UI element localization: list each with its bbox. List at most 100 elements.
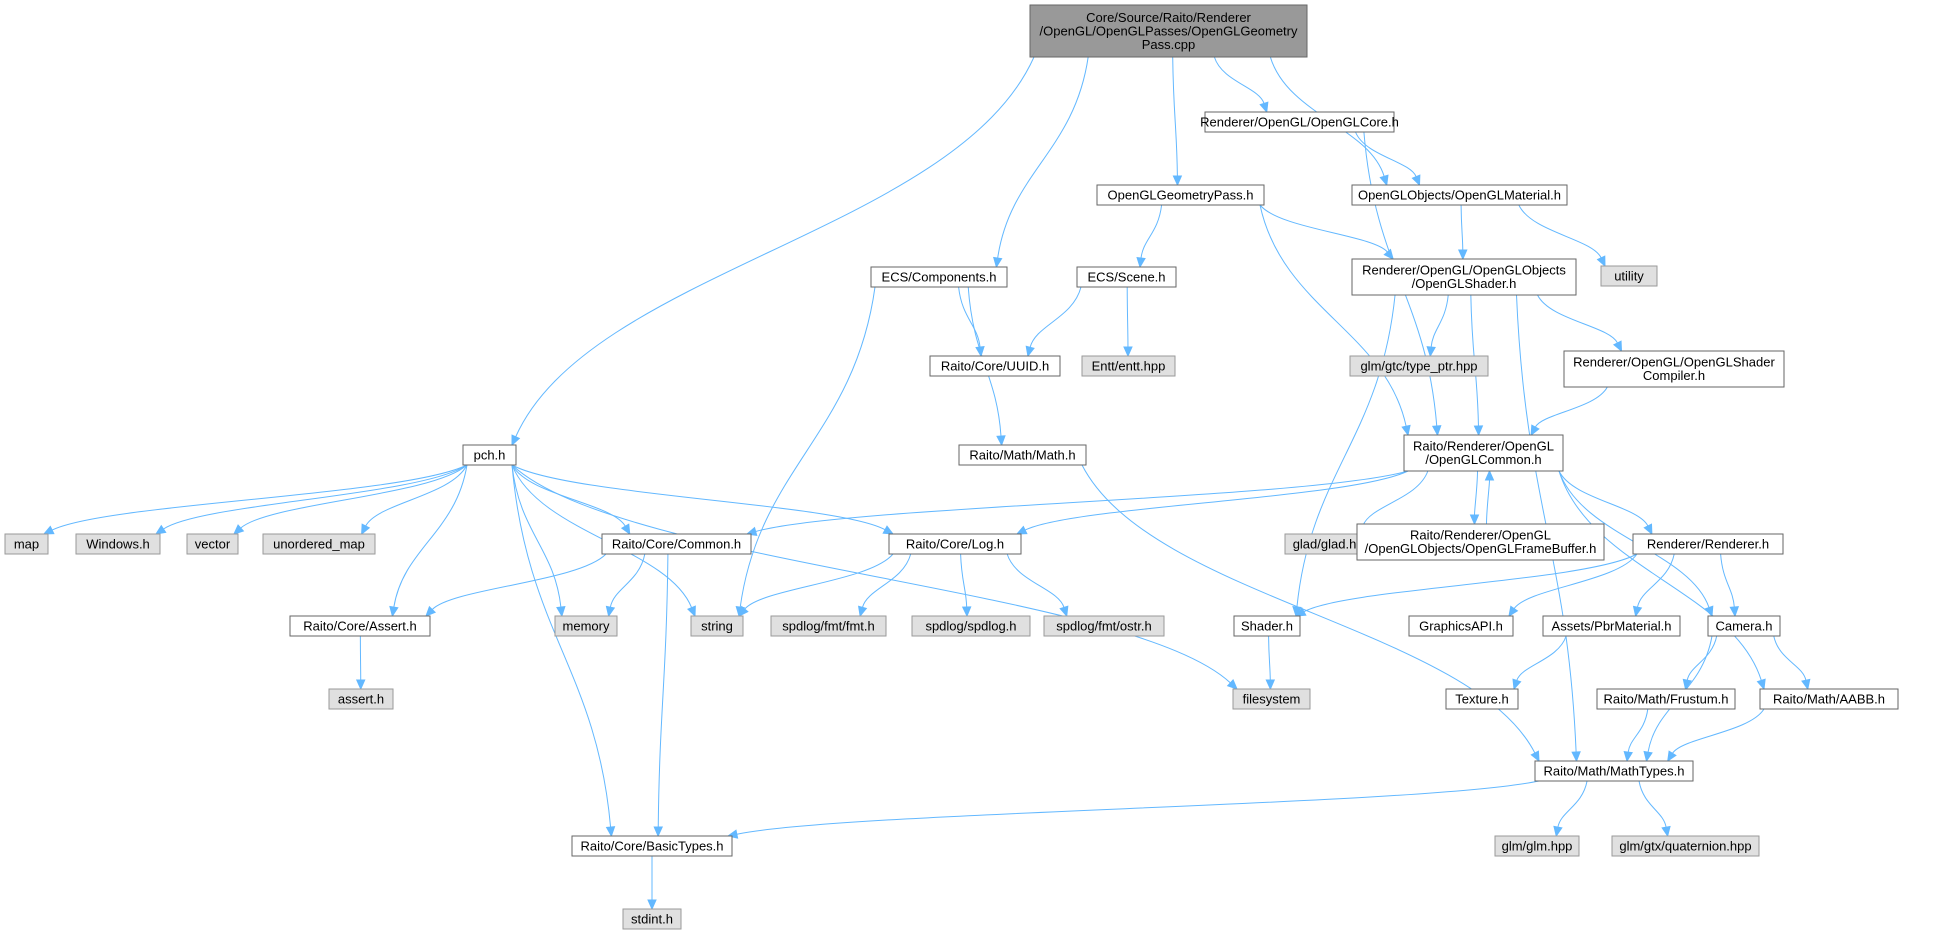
node-math[interactable]: Raito/Math/Math.h <box>958 444 1087 466</box>
node-camera[interactable]: Camera.h <box>1707 615 1781 637</box>
node-label: assert.h <box>338 691 384 706</box>
edge-arrowhead <box>1530 424 1540 437</box>
node-label: Compiler.h <box>1643 368 1705 383</box>
edge-pch-to-common <box>511 464 631 536</box>
edge-arrowhead <box>1383 248 1394 260</box>
node-pbr[interactable]: Assets/PbrMaterial.h <box>1542 615 1681 637</box>
node-box <box>1349 355 1489 377</box>
node-pch[interactable]: pch.h <box>462 444 517 466</box>
node-label: /OpenGLCommon.h <box>1425 452 1541 467</box>
node-label: Raito/Core/Assert.h <box>303 618 416 633</box>
node-stdint: stdint.h <box>622 908 682 930</box>
edge-root-to-glcore <box>1213 56 1269 114</box>
node-ostr: spdlog/fmt/ostr.h <box>1043 615 1165 637</box>
node-renderer[interactable]: Renderer/Renderer.h <box>1632 533 1784 555</box>
edge-frustum-to-mathtypes <box>1623 708 1649 763</box>
node-box <box>929 355 1061 377</box>
node-box <box>1563 350 1785 388</box>
node-box <box>870 266 1008 288</box>
edge-line <box>511 464 626 527</box>
node-label: Windows.h <box>86 536 150 551</box>
edge-shadercompiler-to-glcommon <box>1530 386 1608 437</box>
node-scene[interactable]: ECS/Scene.h <box>1076 266 1177 288</box>
node-common[interactable]: Raito/Core/Common.h <box>601 533 752 555</box>
edge-arrowhead <box>1265 679 1276 691</box>
node-glcore[interactable]: Renderer/OpenGL/OpenGLCore.h <box>1200 111 1399 133</box>
edge-line <box>997 56 1089 259</box>
node-framebuffer[interactable]: Raito/Renderer/OpenGL/OpenGLObjects/Open… <box>1356 523 1605 561</box>
node-basictypes[interactable]: Raito/Core/BasicTypes.h <box>571 835 733 857</box>
edge-geompass-to-glcommon <box>1259 204 1411 437</box>
edge-arrowhead <box>1682 678 1693 691</box>
edge-framebuffer-to-glcommon <box>1484 469 1495 525</box>
edge-line <box>1513 553 1638 609</box>
edge-arrowhead <box>361 523 371 536</box>
node-label: Raito/Core/Common.h <box>612 536 741 551</box>
node-box <box>1596 688 1736 710</box>
node-label: Renderer/Renderer.h <box>1647 536 1769 551</box>
edge-line <box>1672 708 1765 754</box>
edge-arrowhead <box>1643 523 1653 536</box>
edge-arrowhead <box>1226 679 1238 690</box>
node-map: map <box>4 533 49 555</box>
edge-renderer-to-camera <box>1720 553 1740 618</box>
node-label: Raito/Core/Log.h <box>906 536 1004 551</box>
node-box <box>770 615 887 637</box>
edge-log-to-string <box>738 553 894 617</box>
edge-arrowhead <box>511 434 521 447</box>
node-log[interactable]: Raito/Core/Log.h <box>888 533 1022 555</box>
edge-renderer-to-shaderh <box>1294 553 1638 617</box>
node-label: OpenGLObjects/OpenGLMaterial.h <box>1358 187 1561 202</box>
edge-line <box>1024 470 1409 531</box>
node-graphicsapi[interactable]: GraphicsAPI.h <box>1408 615 1514 637</box>
edge-line <box>515 56 1035 437</box>
edge-line <box>1537 294 1618 344</box>
node-aabb[interactable]: Raito/Math/AABB.h <box>1759 688 1899 710</box>
edge-line <box>1558 470 1649 527</box>
edge-glcommon-to-framebuffer <box>1469 470 1480 526</box>
node-glcommon[interactable]: Raito/Renderer/OpenGL/OpenGLCommon.h <box>1403 434 1564 472</box>
edge-common-to-basictypes <box>653 553 669 838</box>
node-uuid[interactable]: Raito/Core/UUID.h <box>929 355 1061 377</box>
node-assert[interactable]: Raito/Core/Assert.h <box>289 615 431 637</box>
node-glad: glad/glad.h <box>1284 533 1365 555</box>
node-label: glad/glad.h <box>1293 536 1357 551</box>
edge-line <box>755 470 1409 533</box>
node-vector: vector <box>186 533 239 555</box>
node-geompass[interactable]: OpenGLGeometryPass.h <box>1096 184 1265 206</box>
edge-line <box>163 464 468 530</box>
node-root[interactable]: Core/Source/Raito/Renderer/OpenGL/OpenGL… <box>1029 4 1308 58</box>
node-mathtypes[interactable]: Raito/Math/MathTypes.h <box>1534 760 1694 782</box>
node-texture[interactable]: Texture.h <box>1445 688 1519 710</box>
edge-pch-to-vector <box>233 464 468 535</box>
edge-aabb-to-mathtypes <box>1667 708 1765 763</box>
node-components[interactable]: ECS/Components.h <box>870 266 1008 288</box>
edge-line <box>1006 553 1065 608</box>
edge-arrowhead <box>1508 605 1519 618</box>
edge-arrowhead <box>745 526 758 536</box>
edge-camera-to-aabb <box>1773 635 1811 691</box>
edge-arrowhead <box>355 679 366 691</box>
node-shader[interactable]: Renderer/OpenGL/OpenGLObjects/OpenGLShad… <box>1351 258 1577 296</box>
node-material[interactable]: OpenGLObjects/OpenGLMaterial.h <box>1351 184 1568 206</box>
edge-log-to-spdlog <box>960 553 972 618</box>
edge-line <box>51 464 468 531</box>
edge-line <box>862 553 912 608</box>
edge-arrowhead <box>1643 750 1653 763</box>
node-utility: utility <box>1600 265 1658 287</box>
edge-arrowhead <box>1596 255 1606 268</box>
node-shaderh[interactable]: Shader.h <box>1233 615 1301 637</box>
node-frustum[interactable]: Raito/Math/Frustum.h <box>1596 688 1736 710</box>
edge-material-to-utility <box>1518 204 1606 268</box>
edge-line <box>609 553 646 608</box>
edge-root-to-geompass <box>1172 56 1183 187</box>
edge-common-to-memory <box>605 553 646 618</box>
edge-line <box>1268 635 1271 681</box>
edge-arrowhead <box>1632 605 1643 618</box>
node-label: Assets/PbrMaterial.h <box>1552 618 1672 633</box>
node-box <box>1351 258 1577 296</box>
edge-arrowhead <box>1801 678 1811 691</box>
edge-arrowhead <box>1667 750 1677 763</box>
